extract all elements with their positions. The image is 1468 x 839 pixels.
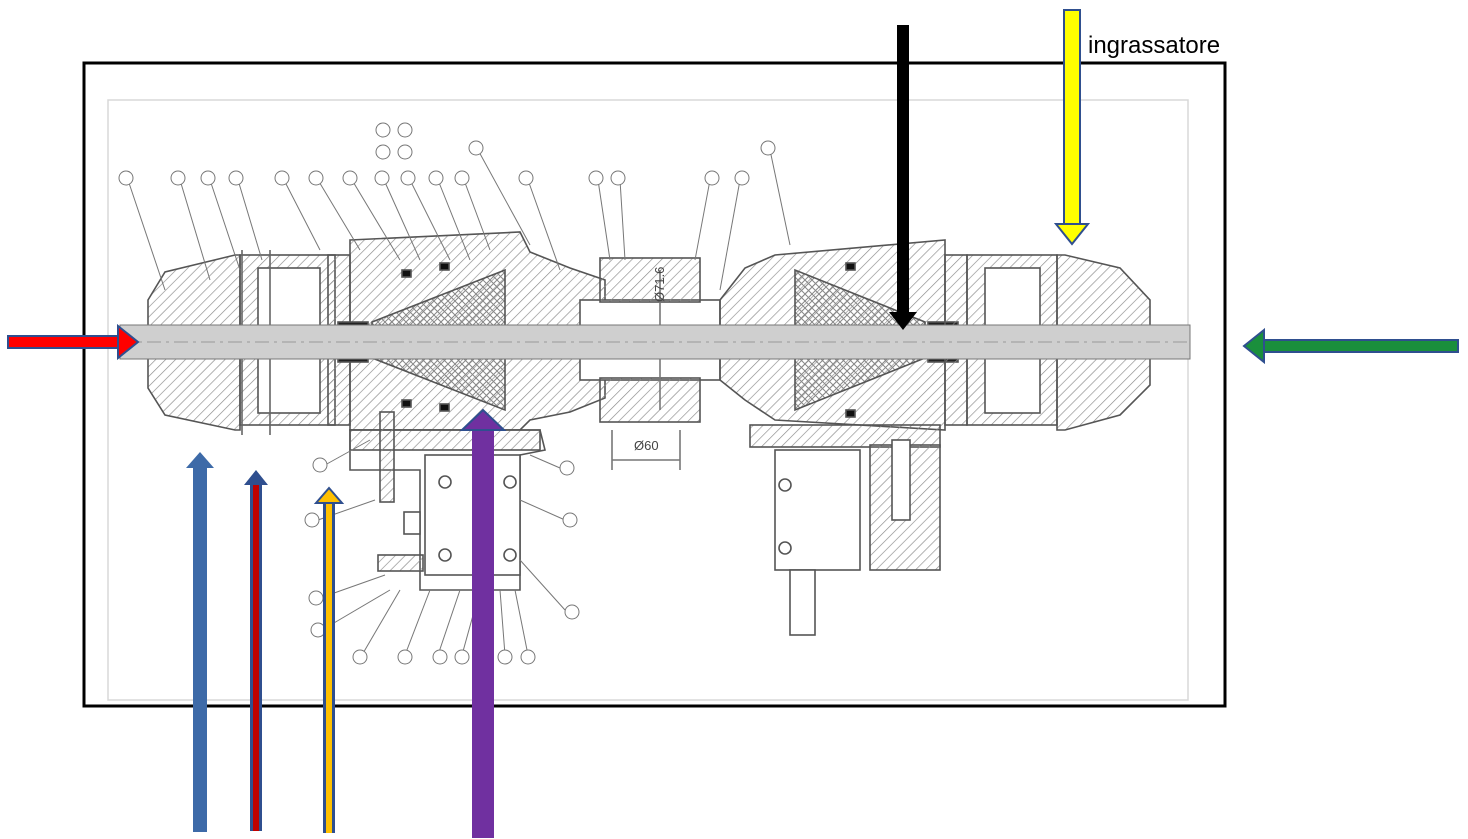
red-arrow-left [7,323,140,361]
blue-arrow-up [186,452,214,832]
ingrassatore-label: ingrassatore [1088,32,1221,59]
green-arrow-right [1242,327,1459,365]
red-thin-arrow-up [244,470,268,831]
orange-arrow-up [313,486,345,833]
part-callouts [118,122,791,665]
purple-arrow-up [459,408,507,838]
drawing-inner-border [107,99,1189,701]
diameter-dimension-a: Ø71.6 [652,266,667,302]
diameter-dimension-b: Ø60 [634,438,659,453]
black-arrow-top [889,25,917,330]
yellow-arrow-ingrassatore [1053,9,1091,246]
